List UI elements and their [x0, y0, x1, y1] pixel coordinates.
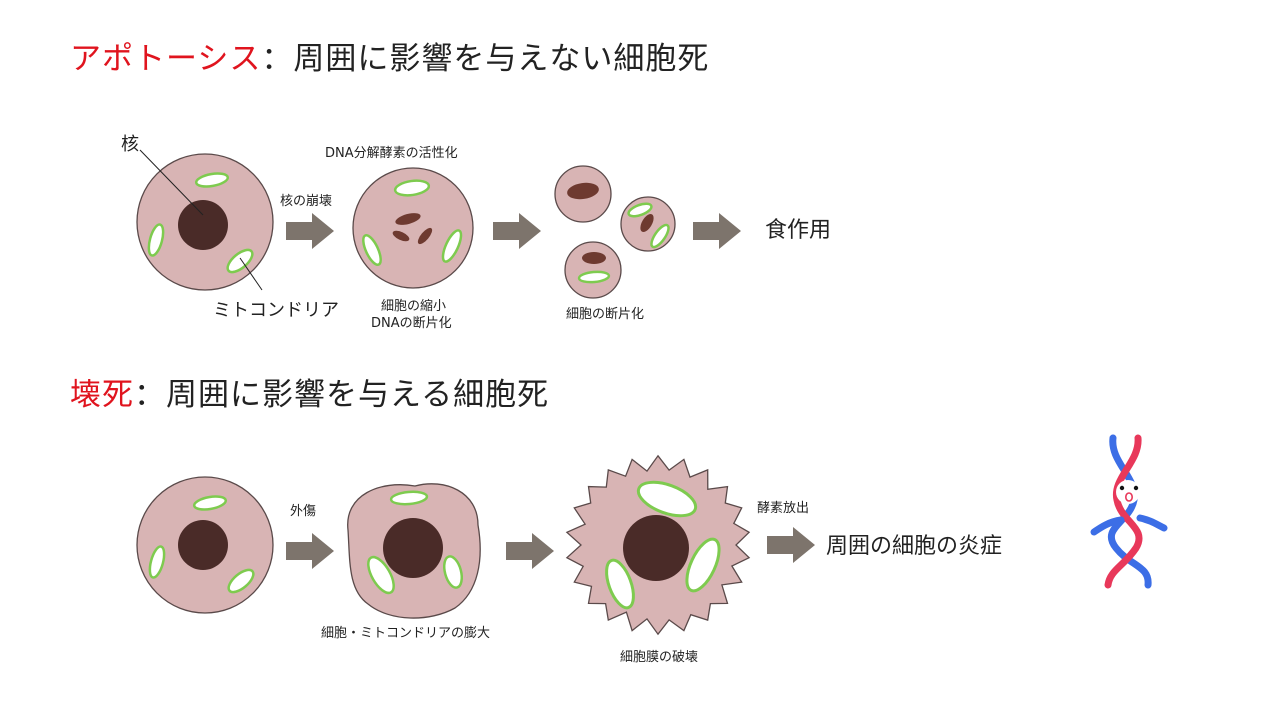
label-phagocytosis: 食作用: [765, 218, 832, 243]
normal-cell-necrosis: [136, 476, 274, 614]
arrow-trauma: [286, 533, 334, 569]
arrow-to-phagocytosis: [693, 213, 741, 249]
normal-cell-apoptosis: [136, 153, 274, 291]
apoptosis-title-rest: ：周囲に影響を与えない細胞死: [261, 41, 710, 77]
label-enzyme-release: 酵素放出: [757, 501, 810, 516]
label-cell-shrink: 細胞の縮小: [381, 299, 447, 314]
arrow-to-rupture: [506, 533, 554, 569]
apoptosis-title: アポトーシス：周囲に影響を与えない細胞死: [70, 40, 709, 78]
label-nucleus-collapse: 核の崩壊: [280, 194, 333, 209]
label-trauma: 外傷: [290, 504, 317, 519]
label-dna-fragmentation: DNAの断片化: [371, 316, 452, 331]
label-swelling: 細胞・ミトコンドリアの膨大: [321, 626, 491, 641]
inflammation-figure: [1090, 434, 1168, 589]
label-cell-fragmentation: 細胞の断片化: [566, 307, 645, 322]
arrow-enzyme-release: [767, 527, 815, 563]
nucleus-pointer-line: [139, 149, 204, 216]
necrosis-title-accent: 壊死: [70, 377, 134, 413]
swollen-cell: [347, 483, 481, 619]
label-nucleus: 核: [121, 134, 139, 155]
label-dnase-activation: DNA分解酵素の活性化: [325, 146, 458, 161]
apoptotic-body-2: [620, 196, 676, 252]
label-membrane-rupture: 細胞膜の破壊: [620, 650, 699, 665]
mitochondria-pointer-line: [239, 257, 263, 291]
label-mitochondria: ミトコンドリア: [213, 300, 339, 321]
necrosis-title-rest: ：周囲に影響を与える細胞死: [134, 377, 550, 413]
shrinking-cell: [352, 167, 474, 289]
ruptured-cell: [565, 454, 751, 636]
arrow-to-fragmentation: [493, 213, 541, 249]
apoptotic-body-3: [564, 241, 622, 299]
necrosis-title: 壊死：周囲に影響を与える細胞死: [70, 376, 549, 414]
apoptotic-body-1: [554, 165, 612, 223]
apoptosis-title-accent: アポトーシス: [70, 41, 262, 77]
label-inflammation: 周囲の細胞の炎症: [826, 534, 1003, 559]
arrow-nucleus-collapse: [286, 213, 334, 249]
